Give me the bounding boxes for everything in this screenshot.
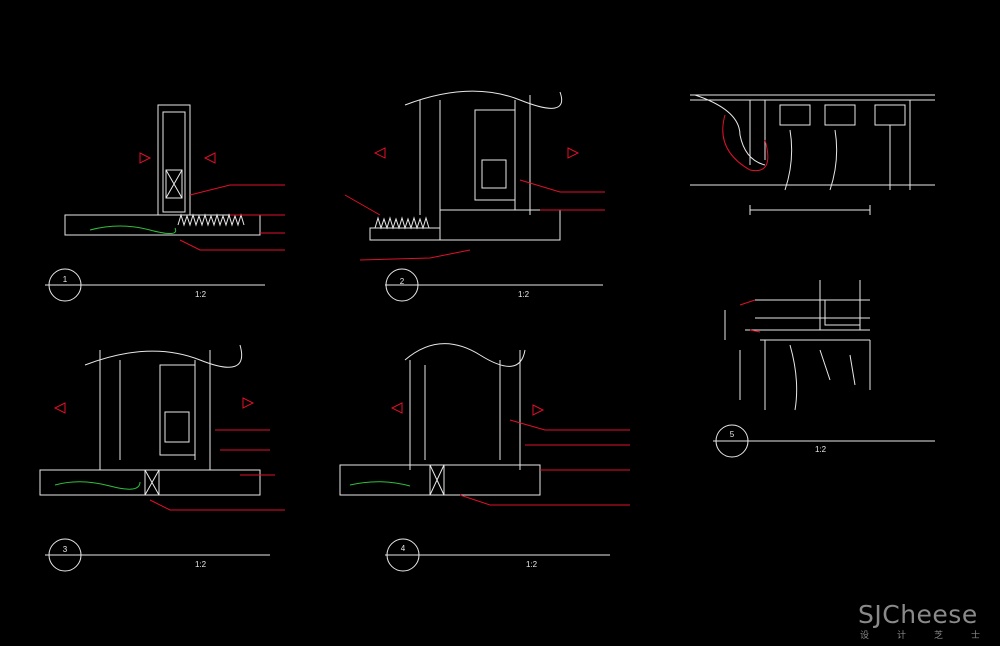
watermark-logo: SJCheese (858, 600, 978, 629)
detail-5-drawing (724, 280, 871, 411)
detail-scale: 1:2 (518, 290, 530, 299)
watermark-subtitle: 设 计 芝 士 (860, 628, 980, 641)
watermark-char: 芝 (933, 630, 943, 640)
title-block-5: 5 1:2 (713, 424, 935, 458)
watermark-char: 设 (860, 630, 870, 640)
detail-number: 1 (63, 275, 68, 284)
detail-number: 2 (400, 277, 405, 286)
title-block-3: 3 1:2 (45, 538, 270, 572)
detail-ceiling-drawing (690, 94, 935, 215)
detail-3-drawing (39, 344, 285, 511)
detail-number: 3 (63, 545, 68, 554)
title-block-4: 4 1:2 (385, 538, 610, 572)
detail-scale: 1:2 (195, 290, 207, 299)
detail-number: 5 (730, 430, 735, 439)
detail-2-drawing (344, 90, 605, 261)
title-block-2: 2 1:2 (385, 268, 603, 302)
title-block-1: 1 1:2 (45, 268, 265, 302)
watermark-char: 计 (896, 630, 906, 640)
detail-scale: 1:2 (195, 560, 207, 569)
detail-number: 4 (401, 544, 406, 553)
detail-4-drawing (339, 343, 630, 506)
detail-scale: 1:2 (815, 445, 827, 454)
watermark-char: 士 (970, 630, 980, 640)
detail-scale: 1:2 (526, 560, 538, 569)
detail-1-drawing (64, 104, 285, 251)
